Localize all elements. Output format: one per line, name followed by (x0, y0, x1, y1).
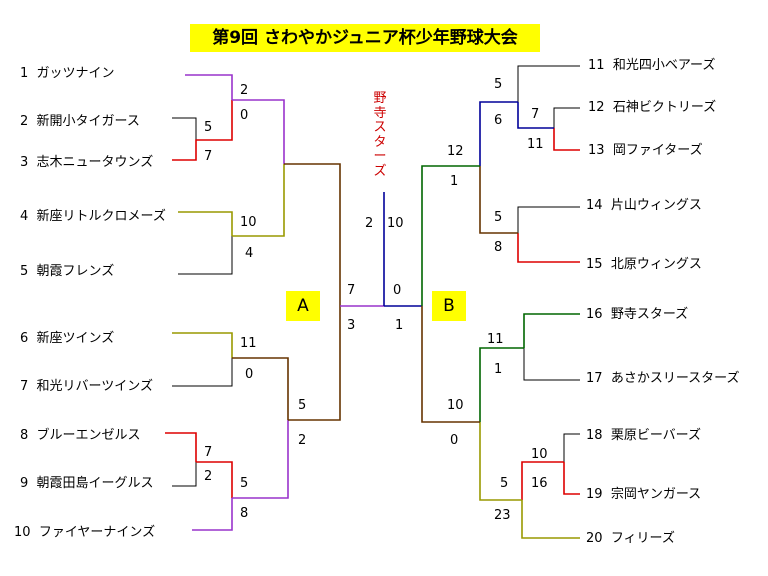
score: 5 (240, 476, 249, 491)
bracket-line-28 (421, 165, 480, 306)
bracket-line-11 (165, 432, 197, 462)
team-entry: 7 和光リバーツインズ (20, 379, 154, 394)
bracket-line-31 (479, 347, 524, 422)
score: 12 (447, 144, 464, 159)
score: 1 (395, 318, 404, 333)
bracket-line-8 (172, 332, 233, 358)
score: 11 (240, 336, 257, 351)
bracket-line-0 (185, 74, 233, 100)
bracket-line-10 (232, 357, 289, 420)
score: 3 (347, 318, 356, 333)
bracket-line-37 (421, 306, 480, 423)
score: 0 (450, 433, 459, 448)
score: 5 (494, 210, 503, 225)
score: 2 (298, 433, 307, 448)
team-entry: 12 石神ビクトリーズ (588, 100, 717, 115)
bracket-line-34 (521, 461, 564, 500)
bracket-line-36 (479, 422, 522, 501)
score: 10 (447, 398, 464, 413)
score: 1 (450, 174, 459, 189)
score: 7 (204, 149, 213, 164)
team-entry: 15 北原ウィングス (586, 257, 702, 272)
score: 5 (500, 476, 509, 491)
bracket-line-4 (178, 211, 233, 236)
champion-label: 野寺スターズ (373, 91, 387, 179)
team-entry: 10 ファイヤーナインズ (14, 525, 156, 540)
score: 2 (365, 216, 374, 231)
group-label-a: A (286, 291, 320, 321)
team-entry: 18 栗原ビーバーズ (586, 428, 702, 443)
score: 10 (387, 216, 404, 231)
team-entry: 8 ブルーエンゼルス (20, 428, 141, 443)
group-label-b: B (432, 291, 466, 321)
score: 0 (240, 108, 249, 123)
score: 16 (531, 476, 548, 491)
bracket-line-30 (523, 348, 580, 381)
bracket-line-32 (563, 433, 580, 462)
score: 2 (240, 83, 249, 98)
score: 0 (245, 367, 254, 382)
team-entry: 1 ガッツナイン (20, 66, 115, 81)
bracket-line-15 (232, 420, 289, 499)
bracket-line-22 (553, 128, 580, 151)
score: 11 (527, 137, 544, 152)
bracket-line-3 (232, 99, 285, 164)
bracket-line-29 (523, 313, 580, 348)
bracket-line-5 (178, 236, 233, 275)
score: 2 (204, 469, 213, 484)
team-entry: 5 朝霞フレンズ (20, 264, 115, 279)
bracket-line-2 (172, 100, 233, 161)
team-entry: 14 片山ウィングス (586, 198, 702, 213)
score: 6 (494, 113, 503, 128)
team-entry: 2 新開小タイガース (20, 114, 140, 129)
bracket-line-9 (172, 358, 233, 387)
team-entry: 17 あさかスリースターズ (586, 371, 740, 386)
score: 5 (494, 77, 503, 92)
score: 4 (245, 246, 254, 261)
tournament-title: 第9回 さわやかジュニア杯少年野球大会 (190, 24, 540, 52)
bracket-line-25 (517, 206, 580, 233)
bracket-line-35 (521, 500, 580, 539)
score: 7 (347, 283, 356, 298)
team-entry: 6 新座ツインズ (20, 331, 115, 346)
bracket-line-7 (284, 163, 341, 306)
bracket-line-27 (479, 166, 518, 234)
score: 5 (298, 398, 307, 413)
team-entry: 20 フィリーズ (586, 531, 675, 546)
score: 8 (494, 240, 503, 255)
bracket-line-12 (172, 462, 197, 487)
bracket-line-13 (196, 461, 233, 498)
score: 0 (393, 283, 402, 298)
score: 10 (240, 215, 257, 230)
team-entry: 4 新座リトルクロメーズ (20, 209, 166, 224)
score: 10 (531, 447, 548, 462)
bracket-line-16 (288, 306, 341, 421)
team-entry: 3 志木ニュータウンズ (20, 155, 154, 170)
score: 8 (240, 506, 249, 521)
score: 23 (494, 508, 511, 523)
score: 1 (494, 362, 503, 377)
bracket-line-26 (517, 233, 580, 263)
team-entry: 13 岡ファイターズ (588, 143, 703, 158)
bracket-line-20 (517, 65, 580, 102)
bracket-line-24 (479, 101, 518, 166)
bracket-line-33 (563, 462, 580, 495)
score: 5 (204, 120, 213, 135)
score: 7 (531, 107, 540, 122)
bracket-line-14 (192, 498, 233, 531)
score: 7 (204, 445, 213, 460)
bracket-line-23 (517, 102, 554, 129)
team-entry: 16 野寺スターズ (586, 307, 689, 322)
score: 11 (487, 332, 504, 347)
team-entry: 9 朝霞田島イーグルス (20, 476, 154, 491)
bracket-line-1 (172, 117, 197, 140)
team-entry: 11 和光四小ベアーズ (588, 58, 716, 73)
bracket-line-6 (232, 164, 285, 237)
team-entry: 19 宗岡ヤンガース (586, 487, 702, 502)
bracket-line-21 (553, 107, 580, 128)
